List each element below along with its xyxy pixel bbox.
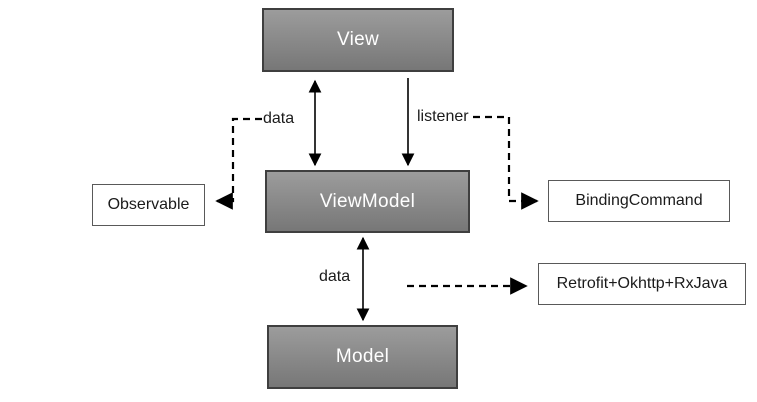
node-view-label: View [336,29,380,50]
box-retrofit-label: Retrofit+Okhttp+RxJava [556,275,728,292]
node-viewmodel: ViewModel [265,170,470,233]
edge-label-data-bottom: data [319,268,351,285]
dashed-arrow-to-observable [215,117,262,210]
edge-label-data-top: data [263,110,295,127]
node-model: Model [267,325,458,389]
node-viewmodel-label: ViewModel [319,190,416,212]
box-bindingcommand: BindingCommand [548,180,730,222]
node-view: View [262,8,454,72]
edge-label-listener: listener [417,108,469,125]
box-observable-label: Observable [107,196,190,213]
box-retrofit: Retrofit+Okhttp+RxJava [538,263,746,305]
node-model-label: Model [335,346,390,367]
box-observable: Observable [92,184,205,226]
box-bindingcommand-label: BindingCommand [575,192,703,209]
dashed-arrow-to-bindingcommand [473,115,539,210]
